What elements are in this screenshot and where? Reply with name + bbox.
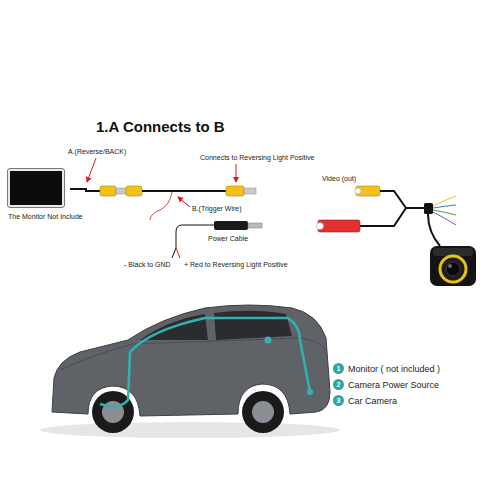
legend-swatch: 2 [333, 379, 344, 390]
legend-text: Monitor ( not included ) [348, 364, 440, 374]
connector-label: A.(Reverse/BACK) [68, 148, 126, 156]
connector-label: B.(Trigger Wire) [192, 205, 242, 213]
legend-row: 1 Monitor ( not included ) [333, 363, 440, 374]
legend-text: Car Camera [348, 396, 397, 406]
wire-note: - Black to GND [124, 261, 171, 269]
legend-row: 3 Car Camera [333, 395, 397, 406]
signal-label: Video (out) [322, 175, 356, 183]
monitor-caption: The Monitor Not Include [8, 213, 83, 220]
legend-swatch: 3 [333, 395, 344, 406]
diagram-title: 1.A Connects to B [96, 118, 225, 135]
legend-swatch: 1 [333, 363, 344, 374]
callout-number: 3 [337, 397, 341, 404]
monitor-screen [8, 169, 64, 207]
cable-label: Power Cable [208, 235, 248, 243]
legend-text: Camera Power Source [348, 380, 439, 390]
legend-row: 2 Camera Power Source [333, 379, 439, 390]
wire-note: + Red to Reversing Light Positive [184, 261, 288, 269]
wire-note: Connects to Reversing Light Positive [200, 154, 314, 162]
callout-number: 1 [337, 365, 341, 372]
monitor: The Monitor Not Include [8, 169, 83, 220]
callout-number: 2 [337, 381, 341, 388]
